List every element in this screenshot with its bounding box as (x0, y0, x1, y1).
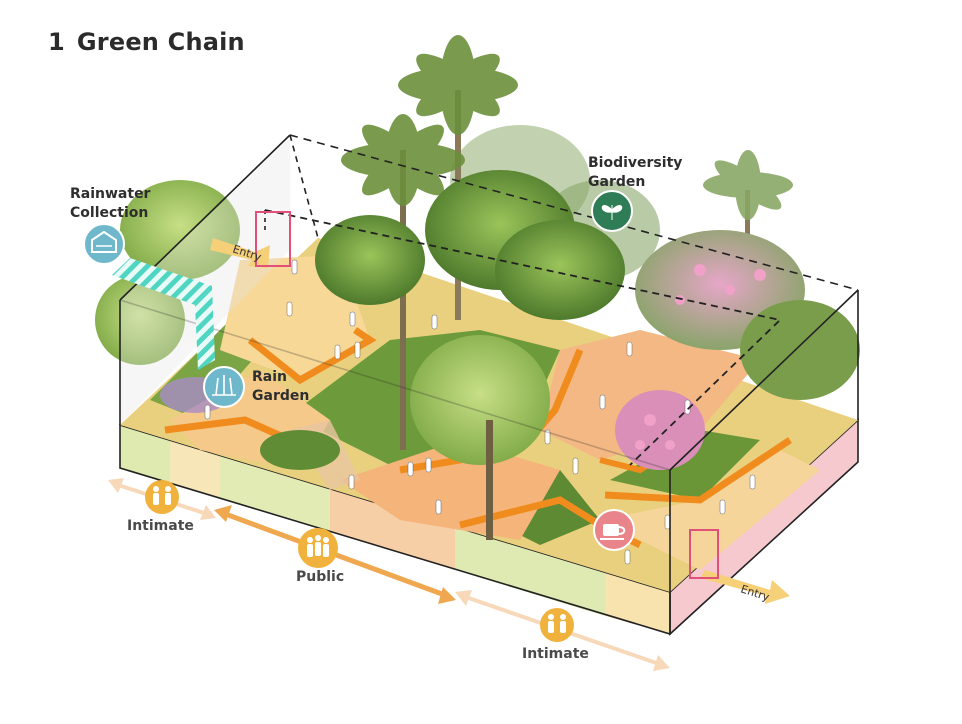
entry-bottom-label: Entry (739, 582, 771, 604)
rain-garden-label-line-2: Garden (252, 388, 310, 404)
page-title: 1 Green Chain (48, 28, 257, 56)
biodiversity-label-line-1: Biodiversity (588, 155, 683, 171)
rainwater-gutter (112, 258, 212, 305)
rainwater-label-line-1: Rainwater (70, 186, 151, 202)
rainwater-label-line-2: Collection (70, 205, 149, 221)
public-label: Public (296, 569, 345, 585)
entry-bottom-arrow (689, 529, 790, 604)
coffee-cup-icon (593, 509, 635, 551)
scale-arrow-public (214, 505, 456, 604)
intimate-left-label: Intimate (127, 518, 194, 534)
vegetation (95, 35, 860, 540)
rain-garden-label-line-1: Rain (252, 369, 287, 385)
people-figures (204, 259, 756, 565)
rainwater-collection-label: Rainwater Collection (70, 185, 150, 223)
biodiversity-garden-label: Biodiversity Garden (588, 154, 682, 192)
scale-arrow-intimate-left (108, 478, 216, 520)
biodiversity-label-line-2: Garden (588, 174, 646, 190)
rain-garden-icon (203, 366, 245, 408)
rainwater-downpipe (195, 286, 215, 370)
butterfly-icon (591, 190, 633, 232)
scale-arrow-intimate-right (455, 590, 670, 671)
rain-garden-label: Rain Garden (252, 368, 309, 406)
title-text: Green Chain (76, 28, 245, 56)
rainwater-collection-icon (83, 223, 125, 265)
intimate-right-label: Intimate (522, 646, 589, 662)
entry-top-arrow (210, 211, 291, 268)
title-number: 1 (48, 28, 65, 56)
